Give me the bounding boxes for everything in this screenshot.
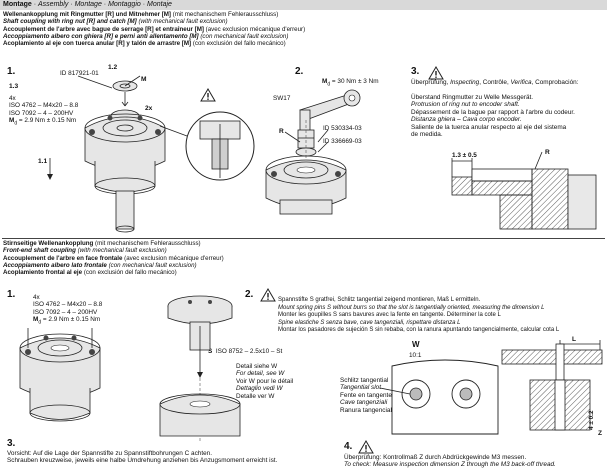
step1b-encoder-drawing — [19, 328, 101, 422]
step3-check: Überprüfung, Inspecting, Contrôle, Verif… — [411, 79, 579, 86]
step2-id2: ID 336669-03 — [323, 138, 362, 145]
step1-spec: 4x ISO 4762 – M4x20 – 8.8 ISO 7092 – 4 –… — [9, 95, 79, 127]
step2b-text: Spannstifte S gratfrei, Schlitz tangenti… — [278, 297, 560, 334]
header-de: Montage — [3, 1, 32, 8]
step4b-dim: 4 ± 0.2 — [588, 410, 595, 431]
section1-title: Wellenankopplung mit Ringmutter [R] und … — [3, 11, 306, 48]
header-fr: Montage — [74, 1, 102, 8]
step1b-number: 1. — [7, 289, 16, 300]
step2-wrench-drawing — [265, 89, 361, 215]
step1b-detail: Detail siehe W For detail, see W Voir W … — [236, 363, 294, 400]
step2-r: R — [279, 128, 284, 135]
step3-r: R — [545, 149, 550, 156]
step1-sub11: 1.1 — [38, 158, 48, 165]
warning-icon — [200, 88, 216, 102]
step2b-scale: 10:1 — [409, 352, 422, 359]
step4b-z: Z — [598, 430, 603, 437]
header-it: Montaggio — [108, 1, 141, 8]
step1-encoder-drawing — [47, 75, 255, 233]
warning-icon — [358, 440, 374, 454]
step1b-spec: 4x ISO 4762 – M4x20 – 8.8 ISO 7092 – 4 –… — [33, 294, 103, 326]
step1b-pin-spec: S ISO 8752 – 2.5x10 – St — [208, 348, 283, 355]
step1-sub13: 1.3 — [9, 83, 19, 90]
step1-number: 1. — [7, 66, 16, 77]
step3b-number: 3. — [7, 438, 16, 449]
step3-text: Überstand Ringmutter zu Welle Messgerät.… — [411, 94, 575, 139]
step1b-shaft-drawing — [159, 295, 241, 441]
warning-icon — [260, 288, 276, 302]
header-en: Assembly — [38, 1, 69, 8]
step2-number: 2. — [295, 66, 304, 77]
step1-id: ID 817921-01 — [60, 70, 99, 77]
step2b-pin-section-drawing — [501, 340, 603, 431]
page-header: Montage · Assembly · Montage · Montaggio… — [0, 0, 607, 10]
step2-id1: ID 530334-03 — [323, 125, 362, 132]
step2b-number: 2. — [245, 289, 254, 300]
step1-2x-a: 2x — [145, 105, 153, 112]
step4b-number: 4. — [344, 441, 353, 452]
step2-sw: SW17 — [273, 95, 291, 102]
section-divider — [2, 238, 605, 239]
header-es: Montaje — [147, 1, 172, 8]
step4b-text: Überprüfung: Kontrollmaß Z durch Abdrück… — [344, 454, 556, 469]
step1-sub12: 1.2 — [108, 64, 118, 71]
step2b-slot: Schlitz tangential Tangential slot Fente… — [340, 377, 392, 414]
step1-m-label: M — [141, 76, 147, 83]
step2-torque: Md = 30 Nm ± 3 Nm — [322, 78, 379, 88]
step3-number: 3. — [411, 66, 420, 77]
warning-icon — [428, 66, 444, 80]
step3-dim: 1.3 ± 0.5 — [452, 152, 477, 159]
step2b-l: L — [572, 336, 577, 343]
step3b-text: Vorsicht: Auf die Lage der Spannstifte z… — [7, 450, 278, 465]
step2b-w: W — [412, 340, 420, 349]
step2b-detail-w-drawing — [379, 359, 499, 435]
step3-section-drawing — [451, 151, 597, 230]
section2-title: Stirnseitige Wellenankopplung (mit mecha… — [3, 240, 224, 277]
